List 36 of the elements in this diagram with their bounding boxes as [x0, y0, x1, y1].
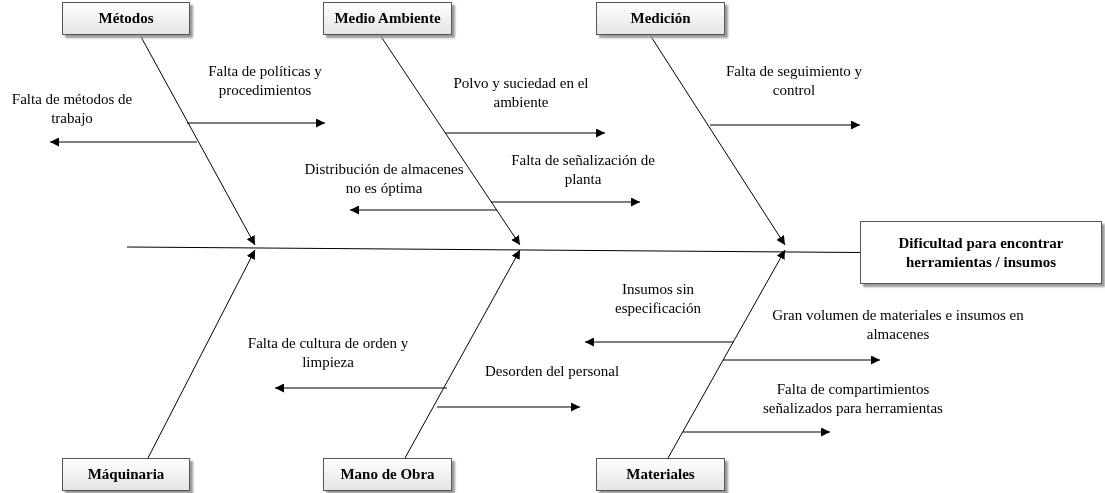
cause-text: Falta de políticas y procedimientos	[185, 62, 345, 108]
effect-box: Dificultad para encontrar herramientas / insumos	[860, 221, 1102, 284]
spine-line	[126, 246, 861, 253]
bone-arrow	[379, 34, 521, 246]
cause-text: Polvo y suciedad en el ambiente	[432, 74, 610, 120]
category-box: Materiales	[596, 458, 725, 491]
cause-arrow	[722, 355, 881, 365]
cause-arrow	[274, 383, 448, 393]
cause-text: Falta de compartimientos señalizados para herramientas	[742, 380, 964, 424]
cause-text: Falta de cultura de orden y limpieza	[240, 334, 416, 380]
cause-arrow	[349, 205, 498, 215]
cause-text: Distribución de almacenes no es óptima	[300, 160, 468, 206]
cause-arrow	[186, 118, 326, 128]
cause-arrow	[709, 120, 861, 130]
bone-arrow	[649, 34, 786, 246]
category-box: Métodos	[62, 2, 190, 35]
cause-arrow	[682, 427, 831, 437]
cause-arrow	[444, 128, 606, 138]
cause-text: Gran volumen de materiales e insumos en almacenes	[772, 306, 1024, 352]
cause-arrow	[49, 137, 198, 147]
cause-arrow	[490, 197, 641, 207]
cause-text: Insumos sin especificación	[590, 280, 726, 326]
cause-text: Falta de seguimiento y control	[708, 62, 880, 108]
category-box: Medición	[596, 2, 725, 35]
category-box: Máquinaria	[62, 458, 190, 491]
cause-arrow	[584, 337, 734, 347]
bone-arrow	[139, 34, 256, 246]
category-box: Mano de Obra	[323, 458, 452, 491]
bone-arrow	[147, 249, 256, 459]
cause-text: Desorden del personal	[462, 362, 642, 386]
category-box: Medio Ambiente	[323, 2, 452, 35]
cause-text: Falta de señalización de planta	[508, 151, 658, 195]
cause-arrow	[436, 402, 581, 412]
bone-arrow	[404, 249, 521, 459]
bone-arrow	[667, 249, 786, 459]
cause-text: Falta de métodos de trabajo	[8, 90, 136, 134]
